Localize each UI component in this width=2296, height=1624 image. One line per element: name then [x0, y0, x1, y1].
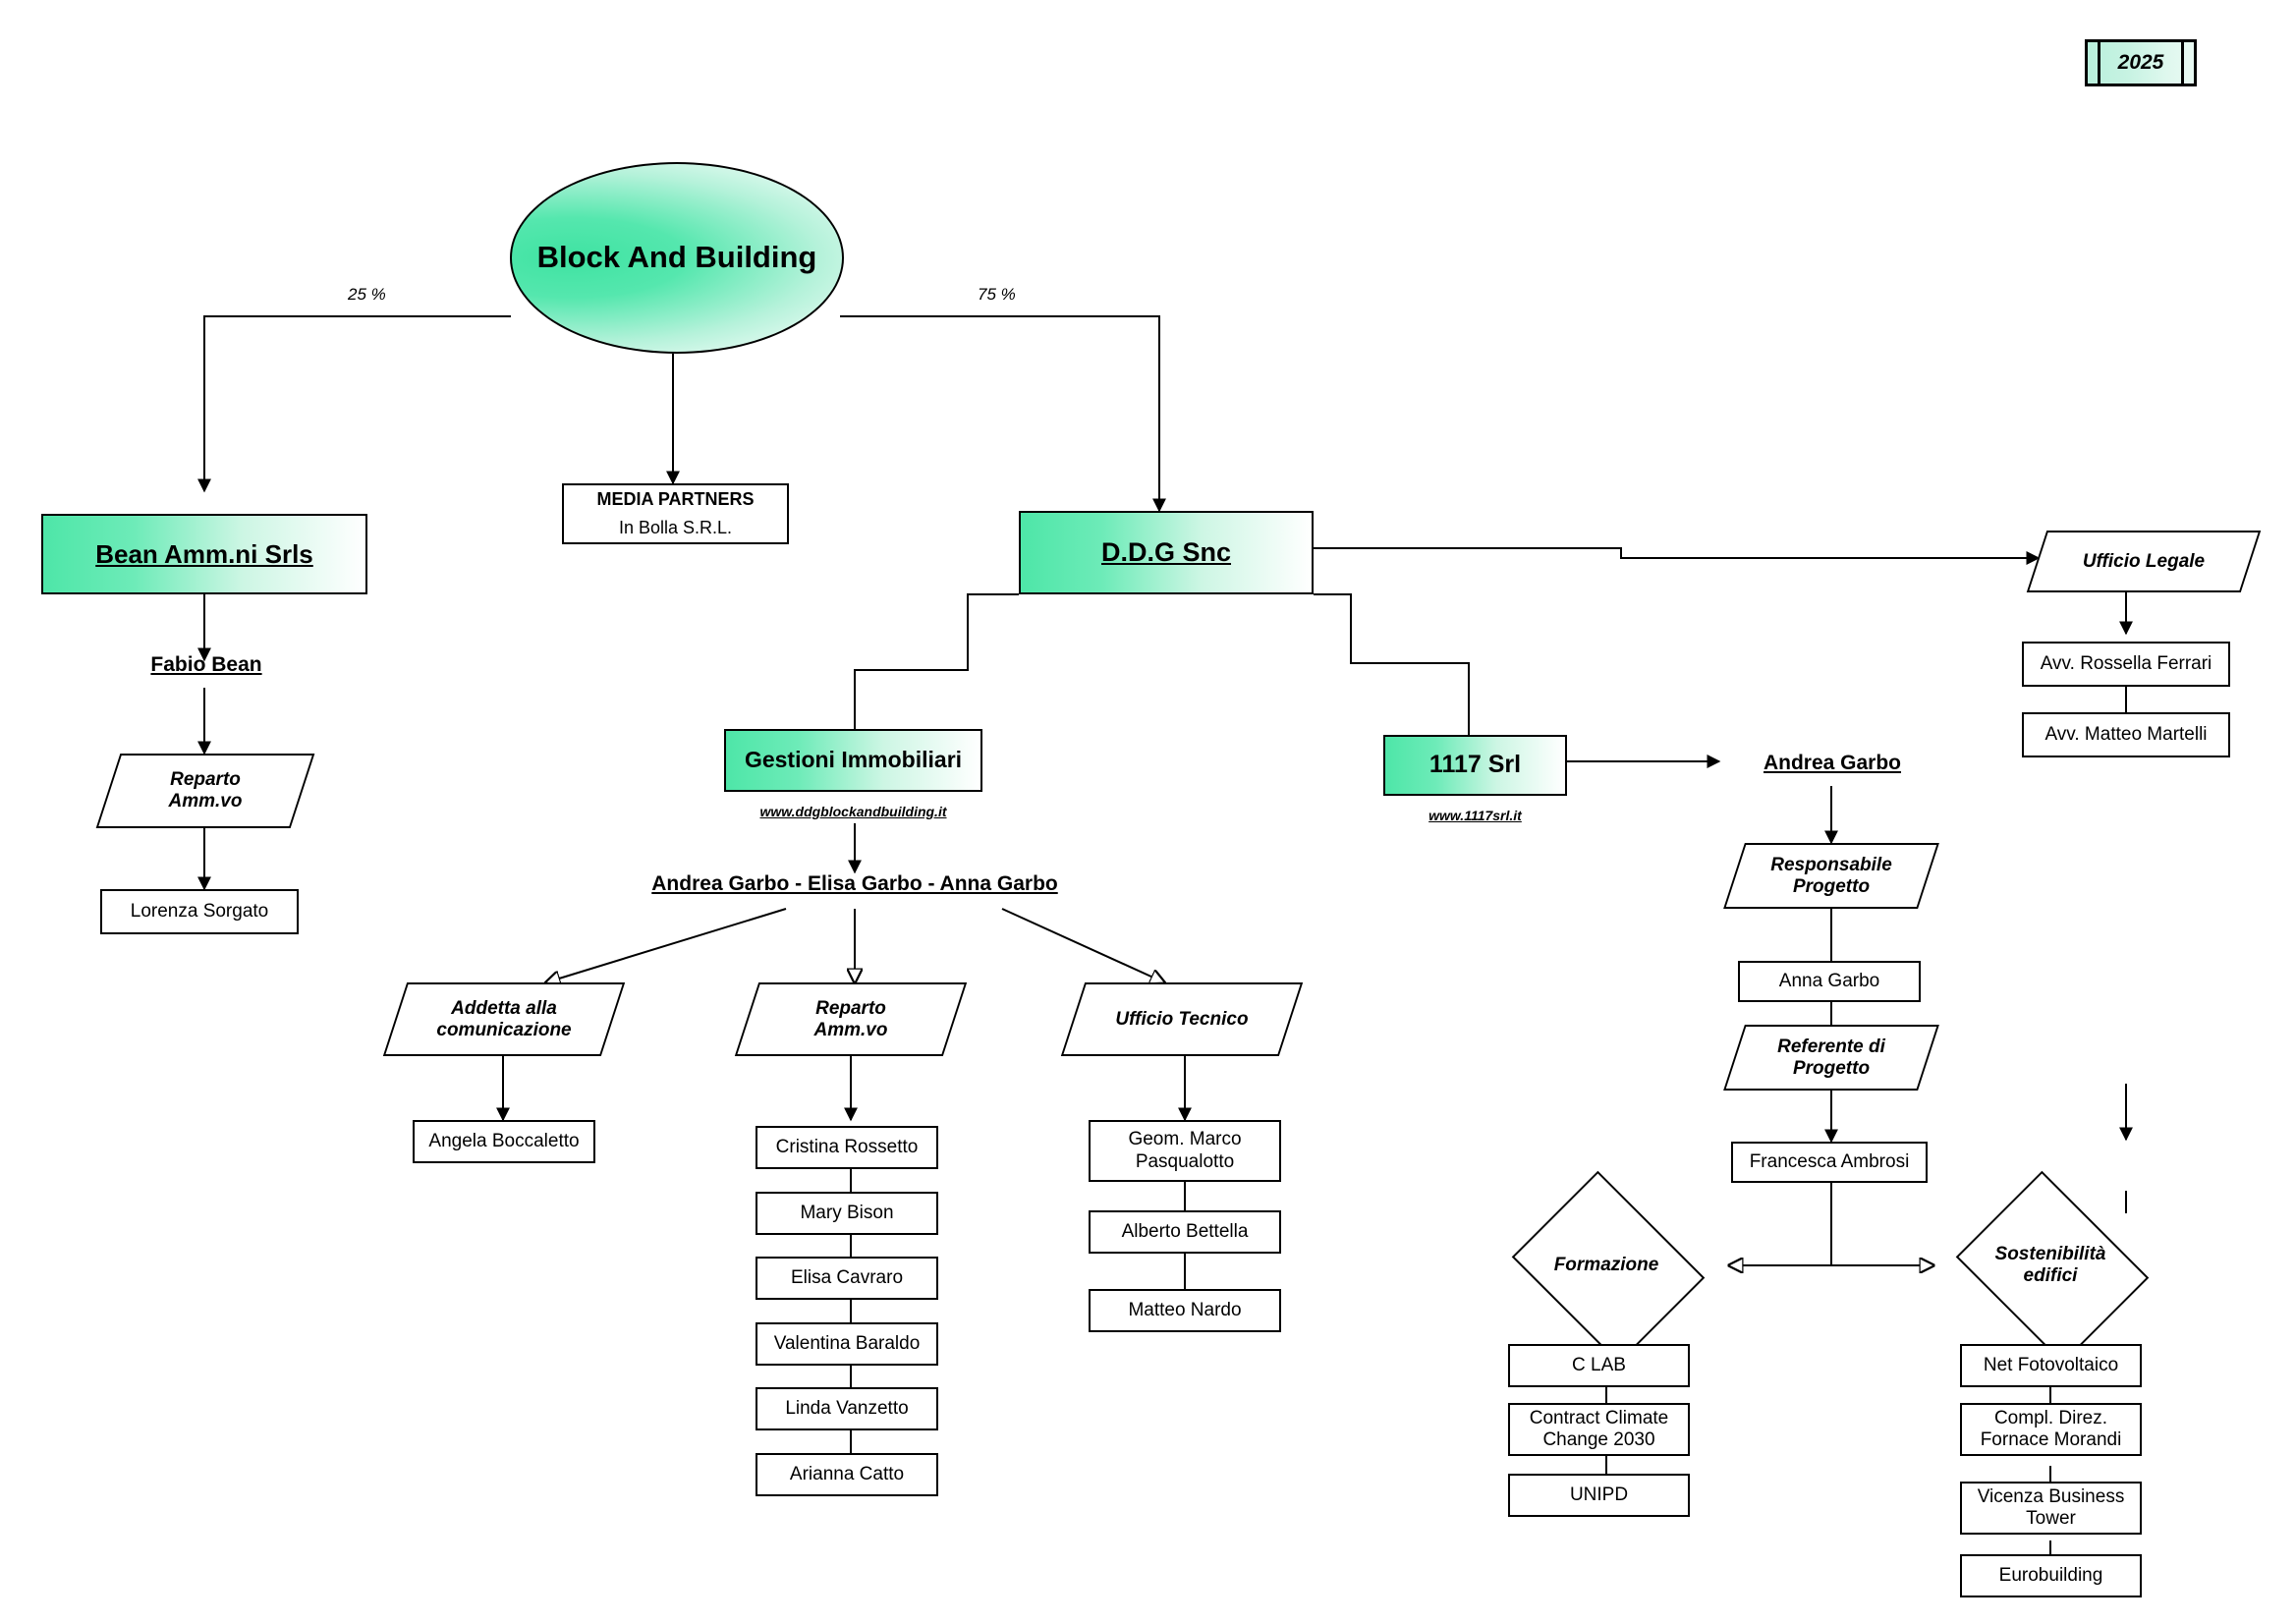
project-unipd[interactable]: UNIPD [1508, 1474, 1690, 1517]
staff-cristina-rossetto[interactable]: Cristina Rossetto [756, 1126, 938, 1169]
project-compl-direz-fornace-morandi[interactable]: Compl. Direz. Fornace Morandi [1960, 1403, 2142, 1456]
area-sostenibilita-edifici-label: Sostenibilità edifici [1994, 1244, 2106, 1286]
media-partners-box[interactable]: MEDIA PARTNERS In Bolla S.R.L. [562, 483, 789, 544]
role-referente-di-progetto[interactable]: Referente di Progetto [1723, 1025, 1939, 1091]
project-contract-climate-change-2030[interactable]: Contract Climate Change 2030 [1508, 1403, 1690, 1456]
root-node-label: Block And Building [536, 240, 817, 275]
company-ddg-snc[interactable]: D.D.G Snc [1019, 511, 1314, 594]
company-1117-srl[interactable]: 1117 Srl [1383, 735, 1567, 796]
person-anna-garbo[interactable]: Anna Garbo [1738, 961, 1921, 1002]
link-ddgblockandbuilding[interactable]: www.ddgblockandbuilding.it [759, 804, 947, 819]
staff-alberto-bettella[interactable]: Alberto Bettella [1089, 1210, 1281, 1254]
owner-andrea-garbo: Andrea Garbo [1763, 752, 1902, 774]
department-gestioni-reparto-ammvo[interactable]: Reparto Amm.vo [734, 982, 968, 1056]
project-vicenza-business-tower-label: Vicenza Business Tower [1977, 1485, 2125, 1529]
staff-alberto-bettella-label: Alberto Bettella [1121, 1220, 1249, 1242]
project-contract-climate-change-2030-label: Contract Climate Change 2030 [1529, 1407, 1669, 1450]
staff-valentina-baraldo[interactable]: Valentina Baraldo [756, 1322, 938, 1366]
staff-avv-rossella-ferrari-box[interactable]: Avv. Rossella Ferrari [2022, 642, 2230, 687]
project-eurobuilding[interactable]: Eurobuilding [1960, 1554, 2142, 1597]
project-net-fotovoltaico-label: Net Fotovoltaico [1983, 1354, 2119, 1375]
staff-lorenza-sorgato[interactable]: Lorenza Sorgato [100, 889, 299, 934]
staff-avv-rossella-ferrari-label: Avv. Rossella Ferrari [2040, 652, 2212, 674]
company-gestioni-label: Gestioni Immobiliari [744, 747, 963, 773]
media-partners-title: MEDIA PARTNERS [596, 489, 755, 510]
department-ufficio-legale-label: Ufficio Legale [2082, 550, 2206, 572]
area-sostenibilita-edifici[interactable]: Sostenibilità edifici [1952, 1170, 2150, 1365]
project-c-lab[interactable]: C LAB [1508, 1344, 1690, 1387]
badge-bar-right [2181, 42, 2184, 84]
company-1117-srl-label: 1117 Srl [1428, 751, 1522, 779]
staff-arianna-catto[interactable]: Arianna Catto [756, 1453, 938, 1496]
staff-valentina-baraldo-label: Valentina Baraldo [773, 1332, 921, 1354]
staff-angela-boccaletto-label: Angela Boccaletto [428, 1130, 580, 1151]
project-vicenza-business-tower[interactable]: Vicenza Business Tower [1960, 1482, 2142, 1535]
department-ufficio-tecnico[interactable]: Ufficio Tecnico [1060, 982, 1304, 1056]
staff-linda-vanzetto[interactable]: Linda Vanzetto [756, 1387, 938, 1430]
link-1117srl[interactable]: www.1117srl.it [1428, 808, 1522, 823]
media-partners-name: In Bolla S.R.L. [618, 517, 733, 537]
project-eurobuilding-label: Eurobuilding [1998, 1564, 2103, 1586]
staff-geom-marco-pasqualotto[interactable]: Geom. Marco Pasqualotto [1089, 1120, 1281, 1182]
root-node-block-and-building[interactable]: Block And Building [510, 162, 844, 354]
department-addetta-comunicazione[interactable]: Addetta alla comunicazione [382, 982, 626, 1056]
person-francesca-ambrosi-label: Francesca Ambrosi [1749, 1150, 1910, 1172]
year-badge: 2025 [2085, 39, 2197, 86]
staff-geom-marco-pasqualotto-label: Geom. Marco Pasqualotto [1128, 1129, 1242, 1172]
person-anna-garbo-label: Anna Garbo [1778, 970, 1880, 991]
project-net-fotovoltaico[interactable]: Net Fotovoltaico [1960, 1344, 2142, 1387]
person-francesca-ambrosi[interactable]: Francesca Ambrosi [1731, 1142, 1928, 1183]
department-bean-reparto-ammvo-label: Reparto Amm.vo [168, 769, 243, 812]
staff-arianna-catto-label: Arianna Catto [789, 1463, 905, 1484]
staff-cristina-rossetto-label: Cristina Rossetto [775, 1136, 919, 1157]
staff-matteo-nardo-label: Matteo Nardo [1128, 1299, 1242, 1320]
company-gestioni-immobiliari[interactable]: Gestioni Immobiliari [724, 729, 982, 792]
staff-avv-matteo-martelli[interactable]: Avv. Matteo Martelli [2022, 712, 2230, 757]
staff-mary-bison-label: Mary Bison [800, 1202, 894, 1223]
company-bean-amm-ni-srls[interactable]: Bean Amm.ni Srls [41, 514, 367, 594]
role-responsabile-progetto-label: Responsabile Progetto [1770, 854, 1892, 897]
person-fabio-bean: Fabio Bean [150, 653, 262, 676]
role-referente-di-progetto-label: Referente di Progetto [1777, 1036, 1885, 1079]
year-badge-label: 2025 [2117, 51, 2164, 74]
department-gestioni-reparto-ammvo-label: Reparto Amm.vo [813, 997, 888, 1040]
department-bean-reparto-ammvo[interactable]: Reparto Amm.vo [95, 754, 315, 828]
owners-gestioni: Andrea Garbo - Elisa Garbo - Anna Garbo [651, 872, 1058, 895]
area-formazione[interactable]: Formazione [1508, 1170, 1706, 1365]
project-unipd-label: UNIPD [1569, 1484, 1629, 1505]
department-addetta-comunicazione-label: Addetta alla comunicazione [436, 997, 572, 1040]
company-bean-label: Bean Amm.ni Srls [95, 538, 313, 569]
edge-label-75-percent: 75 % [978, 285, 1016, 304]
edge-label-25-percent: 25 % [348, 285, 386, 304]
role-responsabile-progetto[interactable]: Responsabile Progetto [1723, 843, 1939, 909]
staff-elisa-cavraro-label: Elisa Cavraro [790, 1266, 904, 1288]
project-c-lab-label: C LAB [1572, 1354, 1626, 1375]
staff-matteo-nardo[interactable]: Matteo Nardo [1089, 1289, 1281, 1332]
staff-linda-vanzetto-label: Linda Vanzetto [785, 1397, 909, 1419]
badge-bar-left [2098, 42, 2100, 84]
project-compl-direz-fornace-morandi-label: Compl. Direz. Fornace Morandi [1980, 1407, 2122, 1450]
staff-elisa-cavraro[interactable]: Elisa Cavraro [756, 1257, 938, 1300]
staff-mary-bison[interactable]: Mary Bison [756, 1192, 938, 1235]
staff-angela-boccaletto[interactable]: Angela Boccaletto [413, 1120, 595, 1163]
department-ufficio-legale[interactable]: Ufficio Legale [2026, 531, 2262, 592]
company-ddg-label: D.D.G Snc [1100, 536, 1232, 567]
staff-lorenza-sorgato-label: Lorenza Sorgato [130, 900, 269, 922]
staff-avv-matteo-martelli-label: Avv. Matteo Martelli [2044, 723, 2208, 745]
area-formazione-label: Formazione [1553, 1255, 1659, 1276]
department-ufficio-tecnico-label: Ufficio Tecnico [1115, 1008, 1249, 1030]
